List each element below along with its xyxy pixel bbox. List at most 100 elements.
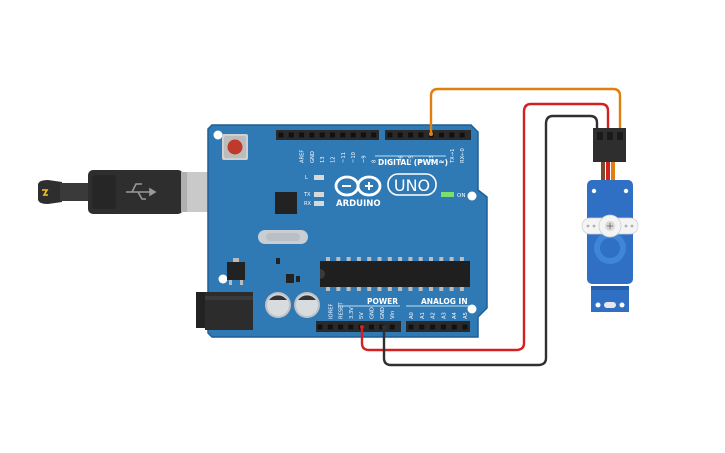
mcu-pin: [408, 286, 413, 291]
usb-symbol-icon: [126, 183, 157, 200]
digital-pin-label: ~6: [398, 155, 404, 163]
digital-pin-hole[interactable]: [330, 132, 335, 138]
mcu-pin: [408, 257, 413, 262]
mcu-pin: [336, 257, 341, 262]
digital-pin-hole[interactable]: [309, 132, 315, 138]
servo-mount-hole: [595, 302, 601, 308]
digital-pin-hole[interactable]: [350, 132, 356, 138]
servo-horn[interactable]: [581, 214, 639, 238]
digital-pin-label: ~5: [409, 155, 415, 163]
digital-pin-label: ~11: [341, 152, 347, 163]
digital-pin-hole[interactable]: [299, 132, 305, 138]
mcu-pin: [429, 257, 433, 262]
atmega-microcontroller: [320, 257, 470, 291]
mcu-pin: [356, 286, 361, 291]
analog-pin-label: A3: [441, 312, 447, 319]
mcu-pin: [346, 286, 351, 291]
servo-mount-tab-shade: [591, 286, 629, 290]
wire-end-dot: [360, 325, 364, 329]
digital-pin-hole[interactable]: [387, 132, 393, 138]
servo-connector-slot: [607, 132, 613, 140]
signal-wire[interactable]: [429, 87, 622, 134]
usb-cable[interactable]: [38, 170, 221, 214]
dc-power-jack[interactable]: [196, 292, 253, 330]
crystal-oscillator-inner: [266, 233, 300, 241]
arduino-logo-icon: [334, 175, 382, 197]
power-pin-label: IOREF: [328, 304, 334, 319]
digital-pin-label: 4: [419, 159, 425, 163]
power-pin-label: GND: [370, 307, 376, 319]
capacitor: [265, 292, 291, 318]
mcu-pin: [326, 257, 330, 262]
analog-pin-hole[interactable]: [408, 324, 414, 330]
digital-pin-label: 13: [320, 156, 326, 163]
digital-pin-hole[interactable]: [418, 132, 424, 138]
servo-horn-screw-icon: [607, 223, 613, 229]
power-pin-hole[interactable]: [338, 324, 344, 330]
digital-pin-hole[interactable]: [459, 132, 465, 138]
servo-screw: [591, 188, 597, 194]
digital-pin-hole[interactable]: [340, 132, 346, 138]
analog-pin-hole[interactable]: [451, 324, 457, 330]
servo-connector-slot: [597, 132, 603, 140]
mcu-pin: [377, 286, 382, 291]
usb-interface-chip: [275, 192, 297, 214]
uno-model-text: UNO: [394, 176, 430, 195]
power-pin-hole[interactable]: [389, 324, 395, 330]
servo-mount-hole: [619, 302, 625, 308]
mcu-pin: [418, 257, 423, 262]
analog-pin-hole[interactable]: [419, 324, 425, 330]
ground-wire[interactable]: [382, 114, 599, 367]
mcu-pin: [449, 286, 454, 291]
analog-pin-hole[interactable]: [430, 324, 436, 330]
power-pin-header[interactable]: [316, 321, 401, 332]
power-pin-hole[interactable]: [317, 324, 323, 330]
analog-pin-header[interactable]: [406, 321, 470, 332]
mcu-pin: [398, 286, 403, 291]
digital-pin-hole[interactable]: [288, 132, 294, 138]
reset-button[interactable]: [222, 134, 248, 160]
power-pin-hole[interactable]: [369, 324, 374, 330]
digital-header-label: DIGITAL (PWM~): [378, 158, 448, 167]
power-wire[interactable]: [360, 102, 610, 352]
digital-pin-hole[interactable]: [439, 132, 444, 138]
digital-pin-label: AREF: [300, 150, 306, 163]
analog-pin-hole[interactable]: [462, 324, 468, 330]
power-pin-hole[interactable]: [348, 324, 354, 330]
led-label-rx: RX: [304, 201, 311, 207]
digital-pin-label: 12: [331, 156, 337, 163]
power-pin-hole[interactable]: [327, 324, 333, 330]
usb-cable-tip-icon: [42, 189, 49, 196]
digital-pin-label: GND: [310, 151, 316, 163]
digital-pin-hole[interactable]: [360, 132, 366, 138]
digital-pin-hole[interactable]: [319, 132, 325, 138]
led-l: [314, 175, 324, 180]
analog-pin-hole[interactable]: [440, 324, 446, 330]
digital-pin-hole[interactable]: [397, 132, 403, 138]
led-label-l: L: [305, 175, 308, 181]
micro-servo[interactable]: [581, 128, 639, 312]
mcu-pin: [439, 257, 444, 262]
digital-pin-hole[interactable]: [278, 132, 284, 138]
smd-component: [276, 258, 280, 264]
digital-pin-hole[interactable]: [449, 132, 455, 138]
usb-cable-neck: [60, 183, 90, 201]
mcu-pin: [418, 286, 423, 291]
digital-pin-header[interactable]: [276, 130, 471, 140]
digital-pin-hole[interactable]: [408, 132, 414, 138]
mcu-pin: [336, 286, 341, 291]
power-pin-label: RESET: [339, 302, 345, 319]
servo-wire-brown: [601, 162, 605, 188]
analog-pin-label: A4: [452, 311, 458, 319]
digital-pin-label: ~3: [429, 155, 435, 163]
power-pin-label: 3.3V: [349, 307, 355, 319]
digital-pin-hole[interactable]: [371, 132, 377, 138]
mounting-hole: [213, 130, 223, 140]
usb-cable-strain-relief: [38, 180, 62, 204]
wire-end-dot: [429, 132, 433, 136]
power-pin-hole[interactable]: [379, 324, 385, 330]
